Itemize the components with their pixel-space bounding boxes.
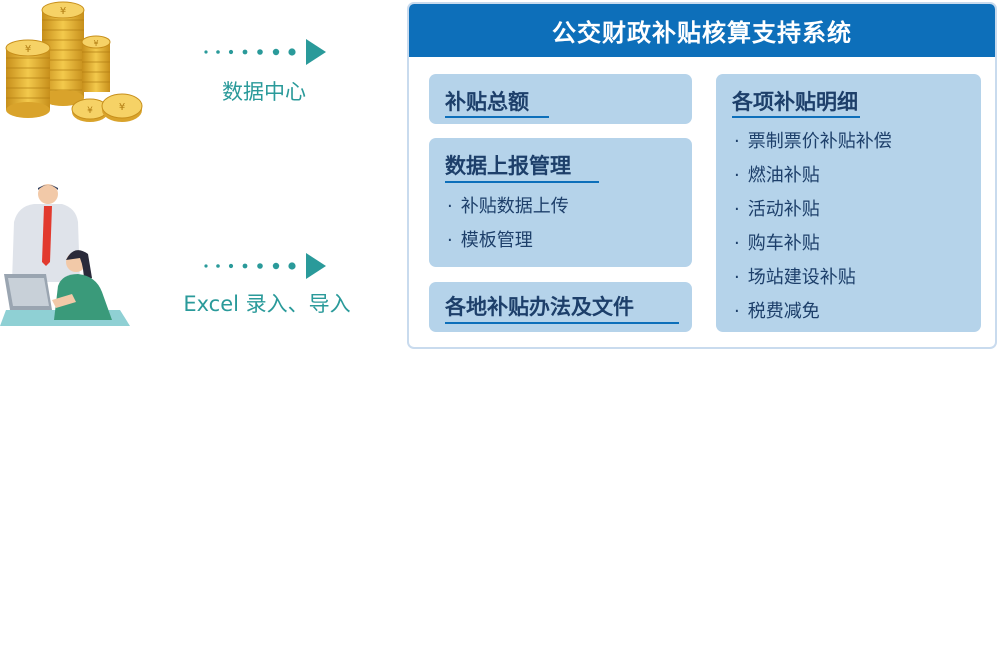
bullet-dot: · xyxy=(447,230,453,251)
flow-label-excel: Excel 录入、导入 xyxy=(183,292,351,316)
dotted-arrow-icon xyxy=(204,39,326,65)
bullet-dot: · xyxy=(734,131,740,152)
card-subsidy-total[interactable]: 补贴总额 xyxy=(429,74,692,124)
svg-text:¥: ¥ xyxy=(25,44,31,55)
list-item-station-construction[interactable]: ·场站建设补贴 xyxy=(734,267,856,288)
dotted-arrow-icon xyxy=(204,253,326,279)
card-title-subsidy-total: 补贴总额 xyxy=(445,90,529,114)
system-panel: 公交财政补贴核算支持系统 补贴总额 数据上报管理 ·补贴数据上传 ·模板管理 各… xyxy=(407,2,997,349)
card-data-reporting[interactable]: 数据上报管理 ·补贴数据上传 ·模板管理 xyxy=(429,138,692,267)
title-underline xyxy=(445,181,599,183)
title-underline xyxy=(445,322,679,324)
flow-label-data-center: 数据中心 xyxy=(222,80,306,104)
svg-text:¥: ¥ xyxy=(93,39,98,48)
office-workers-illustration xyxy=(0,184,130,326)
card-title-data-reporting: 数据上报管理 xyxy=(445,154,571,178)
svg-text:¥: ¥ xyxy=(60,6,66,17)
bullet-dot: · xyxy=(734,301,740,322)
card-title-subsidy-details: 各项补贴明细 xyxy=(732,90,858,114)
bullet-dot: · xyxy=(734,199,740,220)
card-subsidy-details[interactable]: 各项补贴明细 ·票制票价补贴补偿 ·燃油补贴 ·活动补贴 ·购车补贴 ·场站建设… xyxy=(716,74,981,332)
list-item-fare-compensation[interactable]: ·票制票价补贴补偿 xyxy=(734,131,892,152)
list-item-tax-exemption[interactable]: ·税费减免 xyxy=(734,301,820,322)
bullet-dot: · xyxy=(734,267,740,288)
card-title-regional-policies: 各地补贴办法及文件 xyxy=(445,295,634,319)
list-item-vehicle-purchase[interactable]: ·购车补贴 xyxy=(734,233,820,254)
title-underline xyxy=(732,116,860,118)
bullet-dot: · xyxy=(734,233,740,254)
bullet-dot: · xyxy=(734,165,740,186)
list-item-activity-subsidy[interactable]: ·活动补贴 xyxy=(734,199,820,220)
list-item-upload[interactable]: ·补贴数据上传 xyxy=(447,196,569,217)
svg-text:¥: ¥ xyxy=(119,102,125,113)
coin-stacks-illustration: ¥ ¥ ¥ ¥ ¥ xyxy=(5,1,143,122)
bullet-dot: · xyxy=(447,196,453,217)
list-item-fuel-subsidy[interactable]: ·燃油补贴 xyxy=(734,165,820,186)
system-title: 公交财政补贴核算支持系统 xyxy=(409,4,995,57)
list-item-template[interactable]: ·模板管理 xyxy=(447,230,533,251)
svg-text:¥: ¥ xyxy=(87,106,93,116)
title-underline xyxy=(445,116,549,118)
card-regional-policies[interactable]: 各地补贴办法及文件 xyxy=(429,282,692,332)
